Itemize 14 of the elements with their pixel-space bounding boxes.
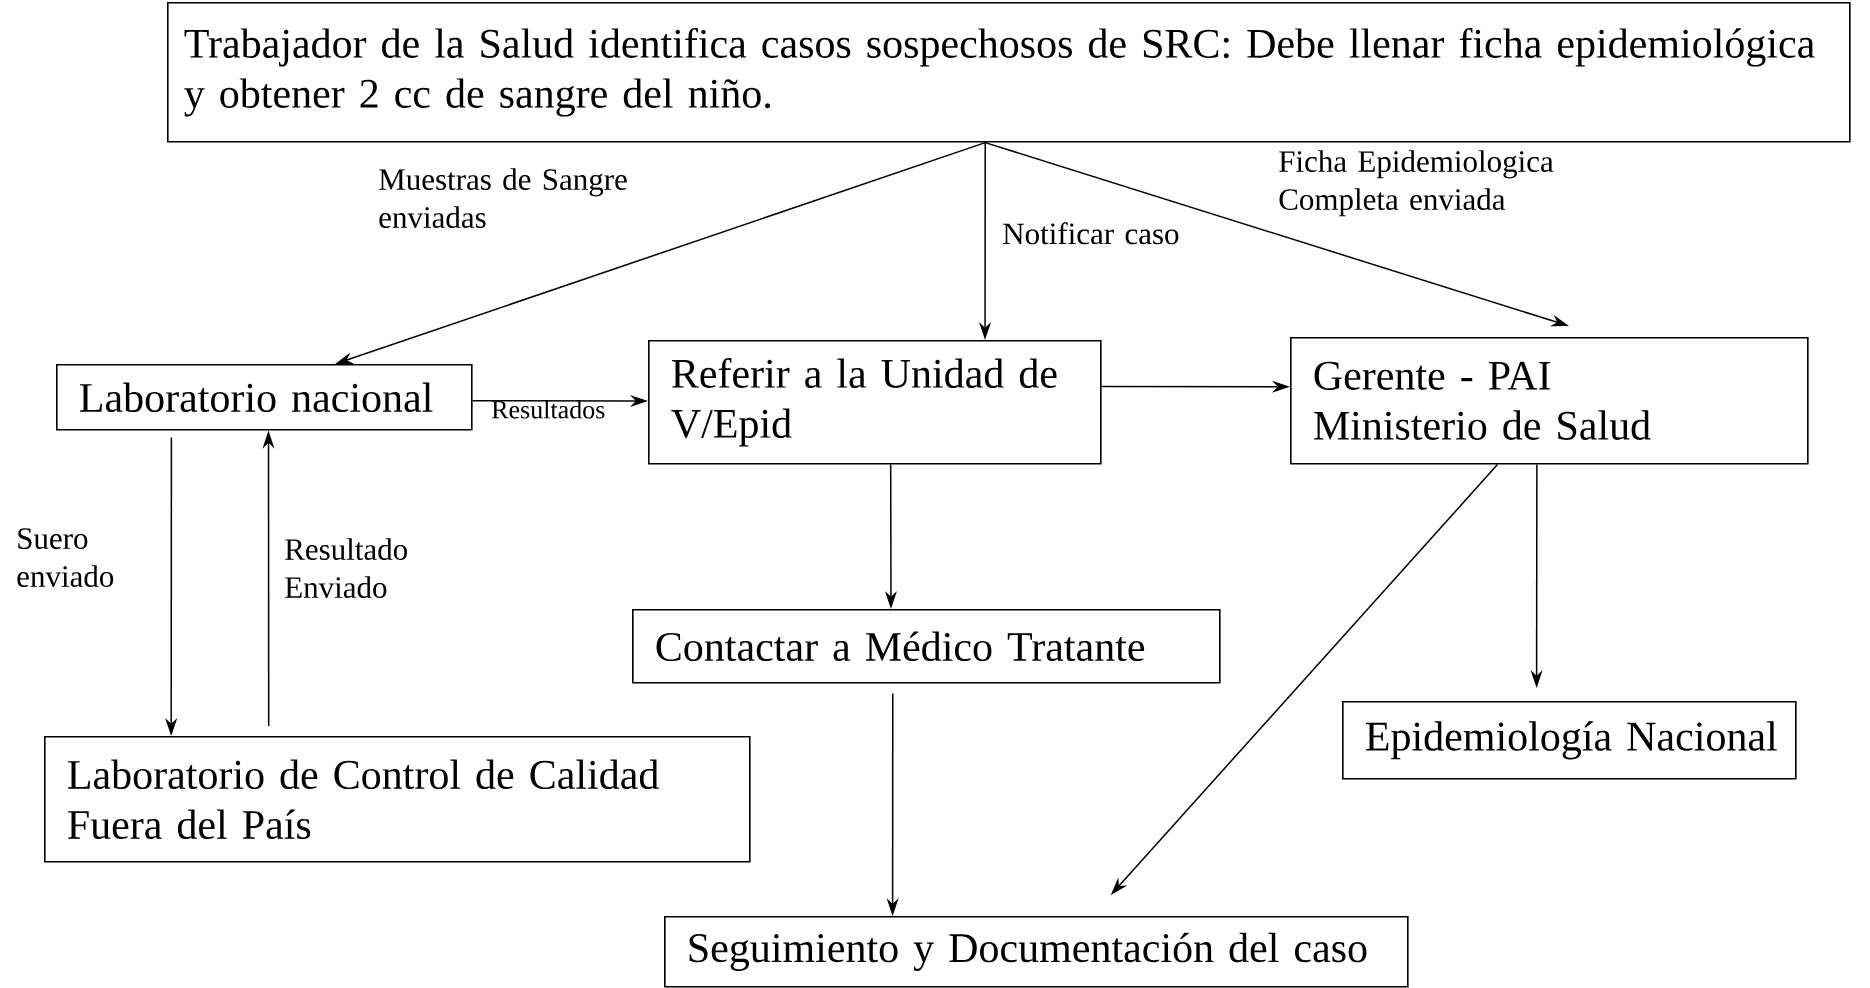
process-box: Epidemiología Nacional	[1342, 701, 1797, 780]
edge-label: Resultados	[491, 400, 605, 419]
process-box: Seguimiento y Documentación del caso	[664, 916, 1409, 988]
process-box: Contactar a Médico Tratante	[632, 609, 1221, 684]
process-box: Referir a la Unidad de V/Epid	[648, 340, 1102, 465]
process-box: Laboratorio de Control de Calidad Fuera del País	[44, 736, 751, 863]
edge-label: Notificar caso	[1003, 222, 1179, 245]
edge-label: Resultado Enviado	[285, 538, 408, 598]
edge-label: Ficha Epidemiologica Completa enviada	[1279, 150, 1554, 217]
process-box: Trabajador de la Salud identifica casos sospechosos de SRC: Debe llenar ficha epidemiológica y obtener 2 cc de sangre del niño.	[167, 2, 1851, 143]
process-box: Gerente - PAI Ministerio de Salud	[1290, 337, 1809, 465]
process-box: Laboratorio nacional	[56, 364, 473, 431]
edge-label: Muestras de Sangre enviadas	[379, 168, 627, 228]
edge-label: Suero enviado	[17, 528, 114, 588]
